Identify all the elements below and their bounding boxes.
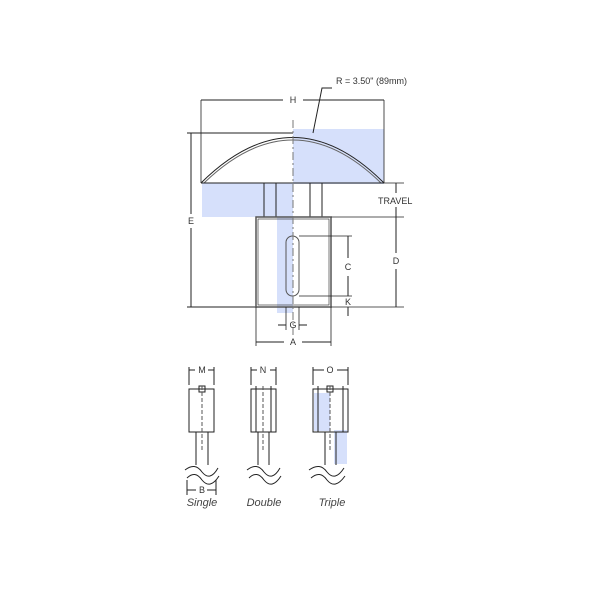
- variant-triple: [308, 367, 349, 485]
- label-n: N: [260, 365, 267, 375]
- variant-double: [246, 367, 282, 485]
- label-radius: R = 3.50" (89mm): [336, 76, 407, 86]
- label-o: O: [326, 365, 333, 375]
- label-k: K: [345, 297, 351, 307]
- label-h: H: [290, 95, 297, 105]
- label-e: E: [188, 216, 194, 226]
- caption-double: Double: [247, 497, 282, 509]
- label-b: B: [199, 485, 205, 495]
- label-m: M: [198, 365, 206, 375]
- caption-triple: Triple: [319, 497, 346, 509]
- label-a: A: [290, 337, 296, 347]
- label-c: C: [345, 262, 352, 272]
- label-g: G: [289, 320, 296, 330]
- label-d: D: [393, 256, 400, 266]
- label-travel: TRAVEL: [378, 196, 412, 206]
- caption-single: Single: [187, 497, 218, 509]
- highlight-regions: [202, 129, 384, 464]
